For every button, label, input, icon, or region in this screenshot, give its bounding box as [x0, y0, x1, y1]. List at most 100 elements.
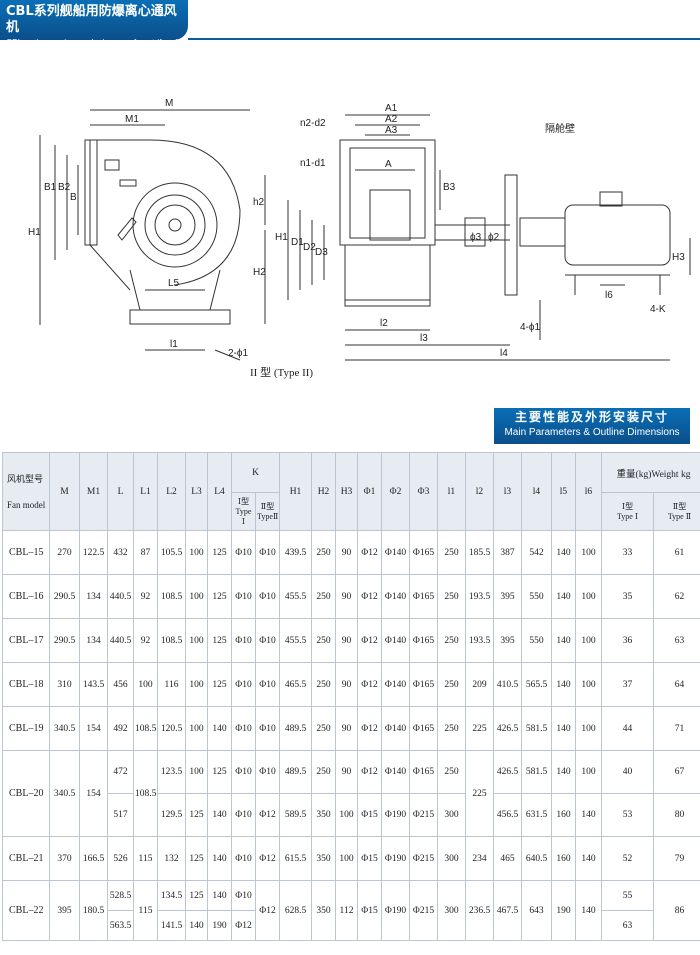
table-cell: 565.5	[521, 662, 552, 707]
header-L2: L2	[157, 452, 186, 531]
table-cell: Φ190	[381, 793, 410, 837]
table-cell: Φ10	[231, 530, 256, 575]
table-cell: 350	[311, 880, 336, 941]
dim-n1d1: n1-d1	[300, 158, 326, 169]
table-cell: 61	[653, 530, 700, 575]
table-cell: 140	[551, 706, 576, 751]
table-cell: 340.5	[49, 706, 80, 751]
table-cell: 141.5	[157, 910, 186, 941]
dim-h2: h2	[253, 197, 265, 208]
table-cell: Φ12	[357, 530, 382, 575]
table-cell: Φ165	[409, 530, 438, 575]
table-cell: 472	[107, 750, 134, 794]
table-cell: Φ12	[357, 662, 382, 707]
dim-H2: H2	[253, 267, 266, 278]
table-cell: Φ140	[381, 750, 410, 794]
impeller-inner	[144, 194, 206, 256]
table-cell: 63	[601, 910, 654, 941]
table-cell: 79	[653, 836, 700, 881]
model-cell: CBL–21	[2, 836, 50, 881]
table-cell: 100	[575, 750, 602, 794]
table-cell: 123.5	[157, 750, 186, 794]
table-cell: 467.5	[493, 880, 522, 941]
table-cell: 116	[157, 662, 186, 707]
table-cell: 581.5	[521, 750, 552, 794]
table-cell: Φ15	[357, 836, 382, 881]
table-cell: 250	[437, 662, 466, 707]
table-cell: 129.5	[157, 793, 186, 837]
table-cell: 90	[335, 750, 358, 794]
table-cell: Φ12	[255, 793, 280, 837]
table-cell: 90	[335, 530, 358, 575]
header-L4: L4	[207, 452, 232, 531]
label-bulkhead: 隔舱壁	[545, 122, 575, 135]
table-cell: 160	[551, 836, 576, 881]
table-cell: 140	[551, 530, 576, 575]
table-cell: 160	[551, 793, 576, 837]
table-cell: 234	[465, 836, 494, 881]
table-cell: 125	[207, 530, 232, 575]
table-cell: 550	[521, 618, 552, 663]
table-cell: Φ165	[409, 618, 438, 663]
table-cell: Φ10	[231, 750, 256, 794]
table-cell: 350	[311, 793, 336, 837]
header-H2: H2	[311, 452, 336, 531]
base-plate	[129, 309, 231, 325]
table-cell: 100	[575, 706, 602, 751]
table-cell: 250	[311, 750, 336, 794]
dim-B: B	[70, 192, 77, 203]
table-cell: Φ140	[381, 618, 410, 663]
table-cell: Φ215	[409, 880, 438, 941]
model-cell: CBL–20	[2, 750, 50, 837]
table-cell: Φ12	[255, 880, 280, 941]
type-caption: II 型 (Type II)	[250, 367, 314, 379]
table-cell: 340.5	[49, 750, 80, 837]
dim-hole: 2-ϕ1	[228, 348, 248, 359]
table-cell: Φ10	[231, 574, 256, 619]
table-cell: 100	[185, 574, 208, 619]
table-cell: 140	[207, 793, 232, 837]
table-cell: 125	[207, 662, 232, 707]
duct-box	[339, 139, 436, 246]
table-cell: 122.5	[79, 530, 108, 575]
table-cell: 526	[107, 836, 134, 881]
header-H1: H1	[279, 452, 312, 531]
table-cell: Φ10	[231, 618, 256, 663]
table-cell: Φ10	[231, 706, 256, 751]
dim-4phi1: 4-ϕ1	[520, 322, 540, 333]
dim-D1: D1	[291, 237, 304, 248]
table-cell: 132	[157, 836, 186, 881]
section-title: 主要性能及外形安装尺寸	[514, 410, 669, 424]
table-cell: 517	[107, 793, 134, 837]
table-cell: Φ190	[381, 836, 410, 881]
table-cell: 290.5	[49, 618, 80, 663]
table-cell: 250	[311, 662, 336, 707]
header-L1: L1	[133, 452, 158, 531]
table-cell: 193.5	[465, 574, 494, 619]
table-cell: 310	[49, 662, 80, 707]
nameplate	[104, 159, 120, 171]
header-phi3: Φ3	[409, 452, 438, 531]
table-cell: 190	[207, 910, 232, 941]
dim-n2d2: n2-d2	[300, 118, 326, 129]
table-cell: Φ165	[409, 662, 438, 707]
header-model-cn: 风机型号	[7, 473, 44, 484]
table-cell: 108.5	[133, 706, 158, 751]
table-cell: 134.5	[157, 880, 186, 911]
header-l5: l5	[551, 452, 576, 531]
k-type2-en: TypeⅡ	[257, 511, 279, 521]
table-cell: 300	[437, 793, 466, 837]
w-type1-en: Type Ⅰ	[616, 511, 639, 521]
dim-A1: A1	[385, 103, 398, 114]
table-cell: 37	[601, 662, 654, 707]
w-type2-cn: Ⅱ型	[672, 501, 687, 511]
table-cell: 563.5	[107, 910, 134, 941]
dim-A3: A3	[385, 125, 398, 136]
dim-phi2: ϕ2	[488, 232, 500, 243]
table-cell: 455.5	[279, 618, 312, 663]
table-cell: 53	[601, 793, 654, 837]
